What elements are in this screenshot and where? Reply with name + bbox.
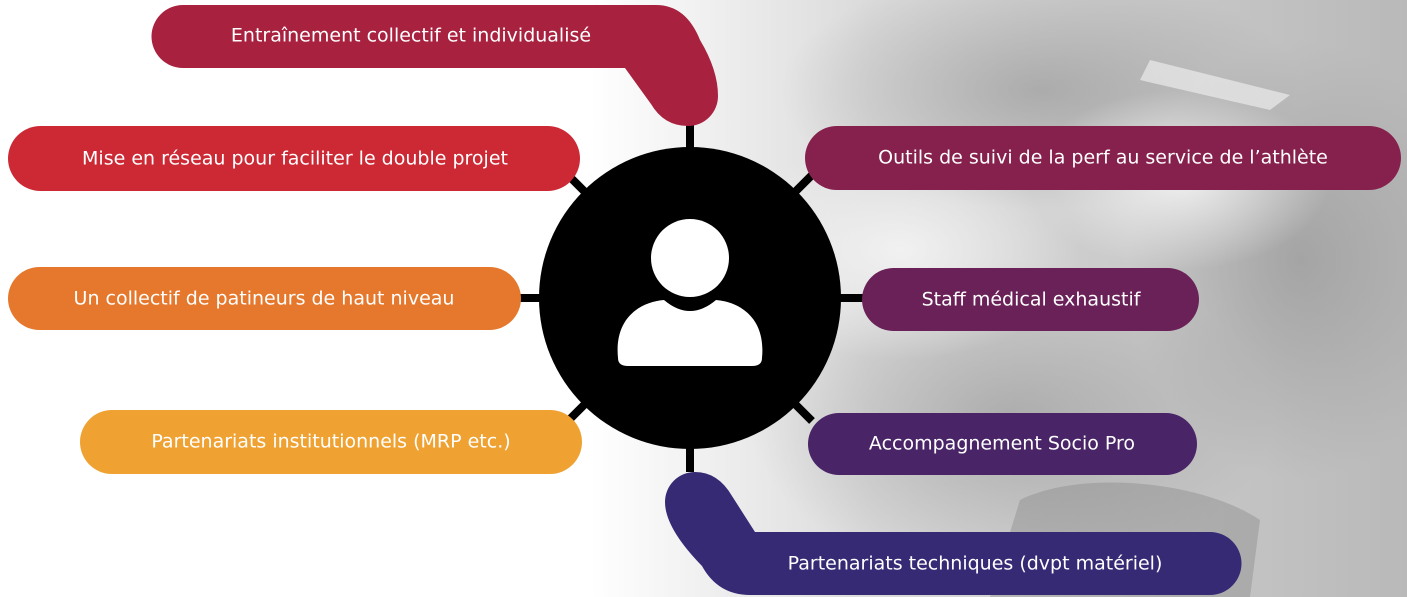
center-hub bbox=[539, 147, 841, 449]
pill-partenariats-institutionnels bbox=[80, 410, 582, 474]
pill-accompagnement bbox=[808, 413, 1197, 475]
pill-collectif-patineurs bbox=[8, 267, 521, 330]
pill-partenariats-techniques bbox=[665, 472, 1242, 595]
pill-mise-en-reseau bbox=[8, 126, 580, 191]
user-icon bbox=[617, 219, 763, 366]
pill-entrainement bbox=[151, 5, 719, 126]
pill-outils-suivi bbox=[805, 126, 1401, 190]
pill-staff-medical bbox=[862, 268, 1199, 331]
